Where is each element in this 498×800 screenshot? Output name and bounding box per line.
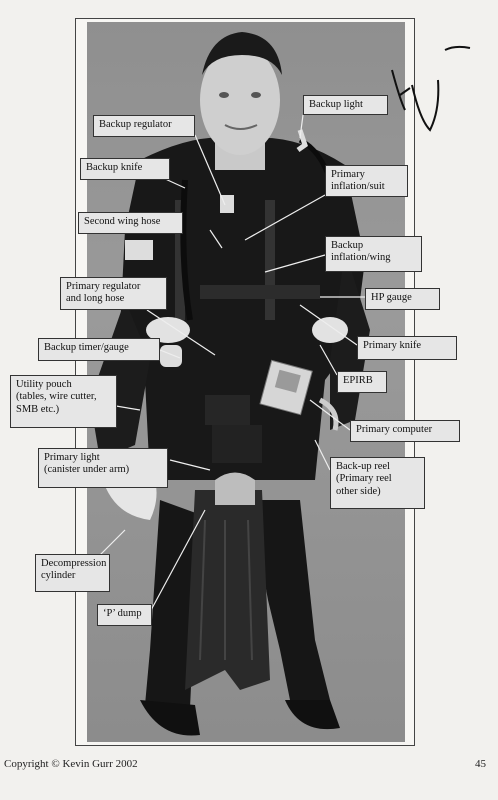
copyright-text: Copyright © Kevin Gurr 2002 [4, 758, 138, 770]
label-decompression-cylinder: Decompression cylinder [35, 554, 110, 592]
callout-lines [99, 114, 365, 613]
label-backup-knife: Backup knife [80, 158, 170, 180]
label-backup-reel: Back-up reel (Primary reel other side) [330, 457, 425, 509]
label-backup-inflation: Backup inflation/wing [325, 236, 422, 272]
label-primary-regulator: Primary regulator and long hose [60, 277, 167, 310]
fins [185, 490, 270, 690]
label-p-dump: ‘P’ dump [97, 604, 152, 626]
label-backup-regulator: Backup regulator [93, 115, 195, 137]
label-primary-inflation: Primary inflation/suit [325, 165, 408, 197]
diver-head [200, 32, 282, 170]
label-primary-knife: Primary knife [357, 336, 457, 360]
label-primary-computer: Primary computer [350, 420, 460, 442]
label-backup-light: Backup light [303, 95, 388, 115]
label-epirb: EPIRB [337, 371, 387, 393]
label-utility-pouch: Utility pouch (tables, wire cutter, SMB … [10, 375, 117, 428]
label-primary-light: Primary light (canister under arm) [38, 448, 168, 488]
label-second-wing-hose: Second wing hose [78, 212, 183, 234]
label-hp-gauge: HP gauge [365, 288, 440, 310]
page-number: 45 [475, 758, 486, 770]
label-backup-timer: Backup timer/gauge [38, 338, 160, 361]
signature [391, 45, 471, 132]
